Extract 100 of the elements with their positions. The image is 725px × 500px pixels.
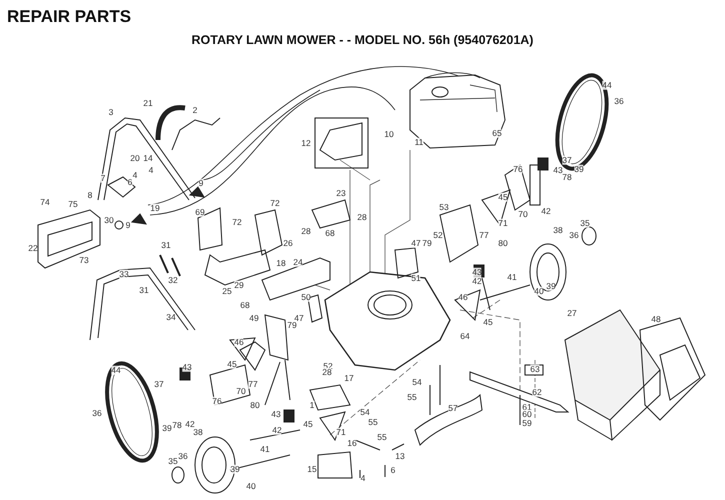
callout-number: 43: [271, 410, 281, 418]
callout-number: 6: [390, 466, 396, 474]
callout-number: 60: [522, 410, 532, 418]
callout-number: 35: [580, 218, 590, 228]
callout-number: 42: [541, 206, 551, 216]
callout-number: 17: [344, 374, 354, 382]
callout-number: 52: [433, 230, 443, 240]
callout-number: 18: [276, 258, 286, 268]
callout-number: 78: [562, 172, 572, 182]
callout-number: 79: [287, 320, 297, 330]
callout-number: 37: [562, 156, 572, 164]
callout-number: 38: [553, 226, 563, 234]
callout-number: 14: [143, 154, 153, 162]
callout-number: 8: [88, 190, 92, 200]
callout-number: 12: [301, 138, 311, 148]
callout-number: 4: [360, 474, 366, 482]
callout-number: 54: [360, 408, 370, 416]
callout-number: 54: [412, 378, 422, 386]
callout-number: 30: [104, 216, 114, 224]
callout-number: 36: [178, 452, 188, 460]
callout-number: 31: [161, 240, 171, 250]
callout-number: 15: [307, 464, 317, 474]
callout-number: 13: [395, 452, 405, 460]
callout-number: 27: [567, 308, 577, 318]
callout-number: 78: [172, 420, 182, 430]
callout-number: 19: [150, 204, 160, 212]
callout-number: 4: [148, 166, 154, 174]
callout-number: 7: [100, 174, 106, 182]
callout-number: 36: [614, 96, 624, 106]
callout-number: 34: [166, 312, 176, 322]
callout-number: 2: [192, 106, 198, 114]
callout-number: 11: [414, 138, 424, 146]
callout-number: 45: [227, 360, 237, 368]
callout-number: 45: [483, 318, 493, 326]
callout-number: 10: [384, 130, 394, 138]
callout-number: 9: [198, 178, 204, 188]
callout-number: 25: [222, 286, 232, 296]
callout-number: 37: [154, 380, 164, 388]
callout-number: 77: [248, 380, 258, 388]
callout-number: 80: [250, 400, 260, 410]
callout-number: 39: [162, 424, 172, 432]
callout-number: 47: [411, 238, 421, 248]
callout-number: 45: [498, 192, 508, 202]
callout-number: 64: [460, 332, 470, 340]
callout-number: 3: [108, 108, 114, 116]
callout-number: 55: [377, 432, 387, 442]
callout-number: 28: [322, 368, 332, 376]
callout-number: 42: [272, 426, 282, 434]
callout-number: 42: [185, 420, 195, 428]
callout-number: 31: [139, 286, 149, 294]
callout-number: 68: [325, 228, 335, 238]
callout-number: 41: [260, 444, 270, 454]
callout-number: 65: [492, 128, 502, 138]
page-title: REPAIR PARTS: [7, 7, 132, 27]
callout-number: 46: [458, 292, 468, 302]
callout-number: 50: [301, 292, 311, 302]
callout-number: 76: [513, 164, 523, 174]
callout-number: 75: [68, 200, 78, 208]
callout-number: 47: [294, 314, 304, 322]
callout-number: 73: [79, 256, 89, 264]
callout-number: 48: [651, 314, 661, 324]
callout-number: 79: [422, 238, 432, 248]
callout-number: 70: [518, 210, 528, 218]
callout-number: 39: [546, 282, 556, 290]
callout-number: 39: [574, 164, 584, 174]
callout-number: 72: [270, 198, 280, 208]
callout-number: 35: [168, 456, 178, 466]
callout-number: 36: [92, 408, 102, 418]
callout-number: 24: [293, 258, 303, 266]
callout-number: 72: [232, 218, 242, 226]
callout-number: 16: [347, 438, 357, 448]
callout-number: 23: [336, 188, 346, 198]
callout-number: 4: [132, 170, 138, 180]
callout-number: 26: [283, 238, 293, 248]
callout-number: 55: [368, 418, 378, 426]
callout-number: 49: [249, 314, 259, 322]
callout-number: 46: [234, 338, 244, 346]
callout-number: 41: [507, 272, 517, 282]
callout-number: 45: [303, 420, 313, 428]
callout-number: 68: [240, 300, 250, 310]
callout-number: 57: [448, 404, 458, 412]
callout-number: 70: [236, 386, 246, 396]
callout-number: 40: [246, 482, 256, 490]
callout-number: 53: [439, 202, 449, 212]
callout-number: 44: [111, 366, 121, 374]
callout-number: 33: [119, 270, 129, 278]
callout-number: 80: [498, 238, 508, 248]
callout-number: 63: [530, 364, 540, 374]
callout-number: 22: [28, 244, 38, 252]
callout-number: 61: [522, 402, 532, 412]
callout-number: 28: [357, 212, 367, 222]
callout-number: 28: [301, 226, 311, 236]
callout-number: 29: [234, 280, 244, 290]
callout-number: 71: [498, 218, 508, 228]
callout-number: 74: [40, 198, 50, 206]
callout-number: 51: [411, 274, 421, 282]
callout-number: 36: [569, 230, 579, 240]
callout-number: 77: [479, 230, 489, 240]
callout-number: 71: [336, 428, 346, 436]
callout-number: 6: [128, 178, 132, 186]
